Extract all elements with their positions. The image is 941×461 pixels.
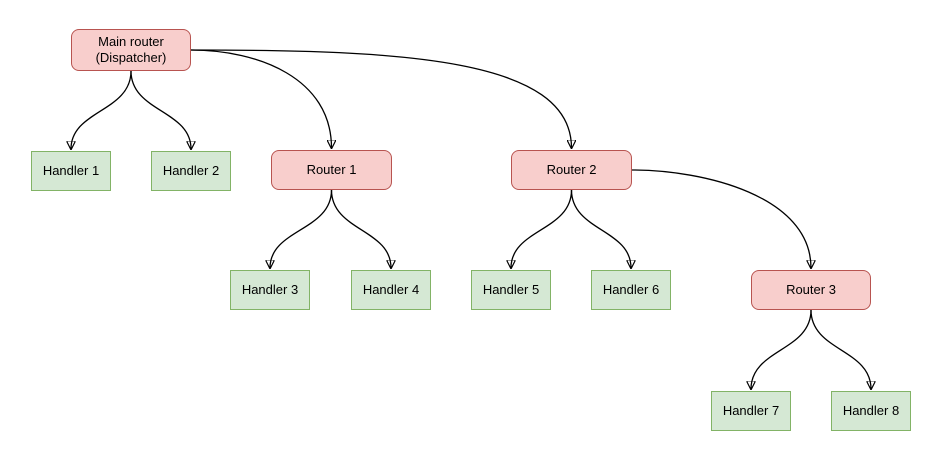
edge-router-2-to-router-3 [631, 169, 811, 268]
node-handler-5: Handler 5 [471, 270, 551, 310]
node-main-router-label: Main router (Dispatcher) [96, 34, 167, 66]
node-handler-2-label: Handler 2 [162, 163, 220, 178]
node-handler-7: Handler 7 [711, 391, 791, 431]
node-router-2-label: Router 2 [546, 162, 597, 177]
node-main-router-label-line2: (Dispatcher) [95, 50, 167, 65]
node-handler-3: Handler 3 [230, 270, 310, 310]
node-handler-5-label: Handler 5 [482, 282, 540, 297]
node-router-3-label: Router 3 [786, 282, 836, 297]
node-handler-4: Handler 4 [351, 270, 431, 310]
edge-router-2-to-handler-6 [570, 189, 632, 268]
node-handler-7-label: Handler 7 [722, 403, 780, 418]
edge-router-1-to-handler-4 [330, 189, 392, 268]
edge-main-router-to-handler-2 [130, 70, 191, 149]
edge-router-3-to-handler-7 [751, 309, 812, 389]
edge-router-3-to-handler-8 [810, 309, 871, 389]
node-router-3: Router 3 [751, 270, 871, 310]
edge-router-2-to-handler-5 [511, 189, 573, 268]
edge-main-router-to-handler-1 [71, 70, 132, 149]
node-handler-4-label: Handler 4 [362, 282, 420, 297]
node-router-2: Router 2 [511, 150, 632, 190]
edge-router-1-to-handler-3 [270, 189, 333, 268]
edge-main-router-to-router-2 [190, 49, 572, 148]
node-main-router: Main router (Dispatcher) [71, 29, 191, 71]
node-handler-3-label: Handler 3 [241, 282, 299, 297]
node-handler-2: Handler 2 [151, 151, 231, 191]
node-router-1: Router 1 [271, 150, 392, 190]
node-handler-8: Handler 8 [831, 391, 911, 431]
node-main-router-label-line1: Main router [98, 34, 164, 49]
node-handler-6-label: Handler 6 [602, 282, 660, 297]
node-handler-8-label: Handler 8 [842, 403, 900, 418]
edge-main-router-to-router-1 [190, 49, 332, 148]
node-router-1-label: Router 1 [306, 162, 357, 177]
node-handler-1: Handler 1 [31, 151, 111, 191]
node-handler-1-label: Handler 1 [42, 163, 100, 178]
node-handler-6: Handler 6 [591, 270, 671, 310]
